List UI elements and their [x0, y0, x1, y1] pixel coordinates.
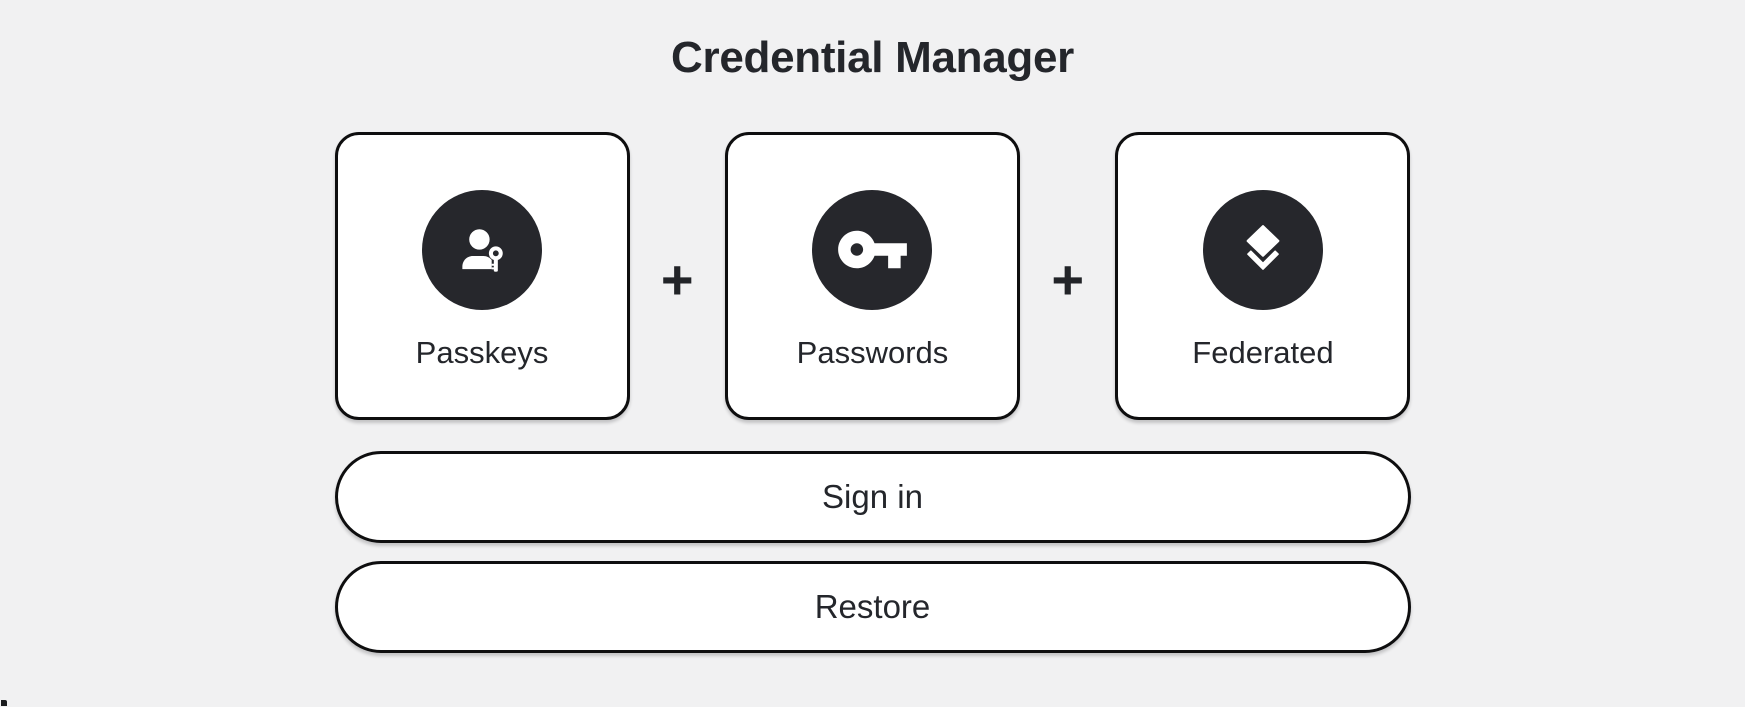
passkeys-icon-circle — [422, 189, 542, 310]
plus-separator: + — [660, 247, 694, 311]
restore-button[interactable]: Restore — [334, 560, 1411, 653]
card-label-federated: Federated — [1192, 334, 1334, 370]
page-title: Credential Manager — [671, 33, 1074, 82]
corner-artifact — [1, 700, 7, 706]
passkey-person-key-icon — [462, 228, 503, 272]
key-icon — [838, 230, 907, 269]
federated-icon-circle — [1202, 189, 1323, 310]
plus-separator: + — [1051, 247, 1085, 311]
card-federated: Federated — [1115, 131, 1411, 420]
card-label-passwords: Passwords — [796, 334, 949, 370]
card-label-passkeys: Passkeys — [415, 334, 549, 370]
layers-icon — [1246, 224, 1280, 270]
credential-manager-screen: Credential Manager Passkeys + Passwords — [334, 0, 1411, 653]
passwords-icon-circle — [812, 189, 933, 310]
sign-in-button[interactable]: Sign in — [334, 450, 1411, 543]
credential-types-row: Passkeys + Passwords + Federated — [334, 131, 1411, 420]
card-passkeys: Passkeys — [334, 131, 630, 420]
card-passwords: Passwords — [724, 131, 1020, 420]
